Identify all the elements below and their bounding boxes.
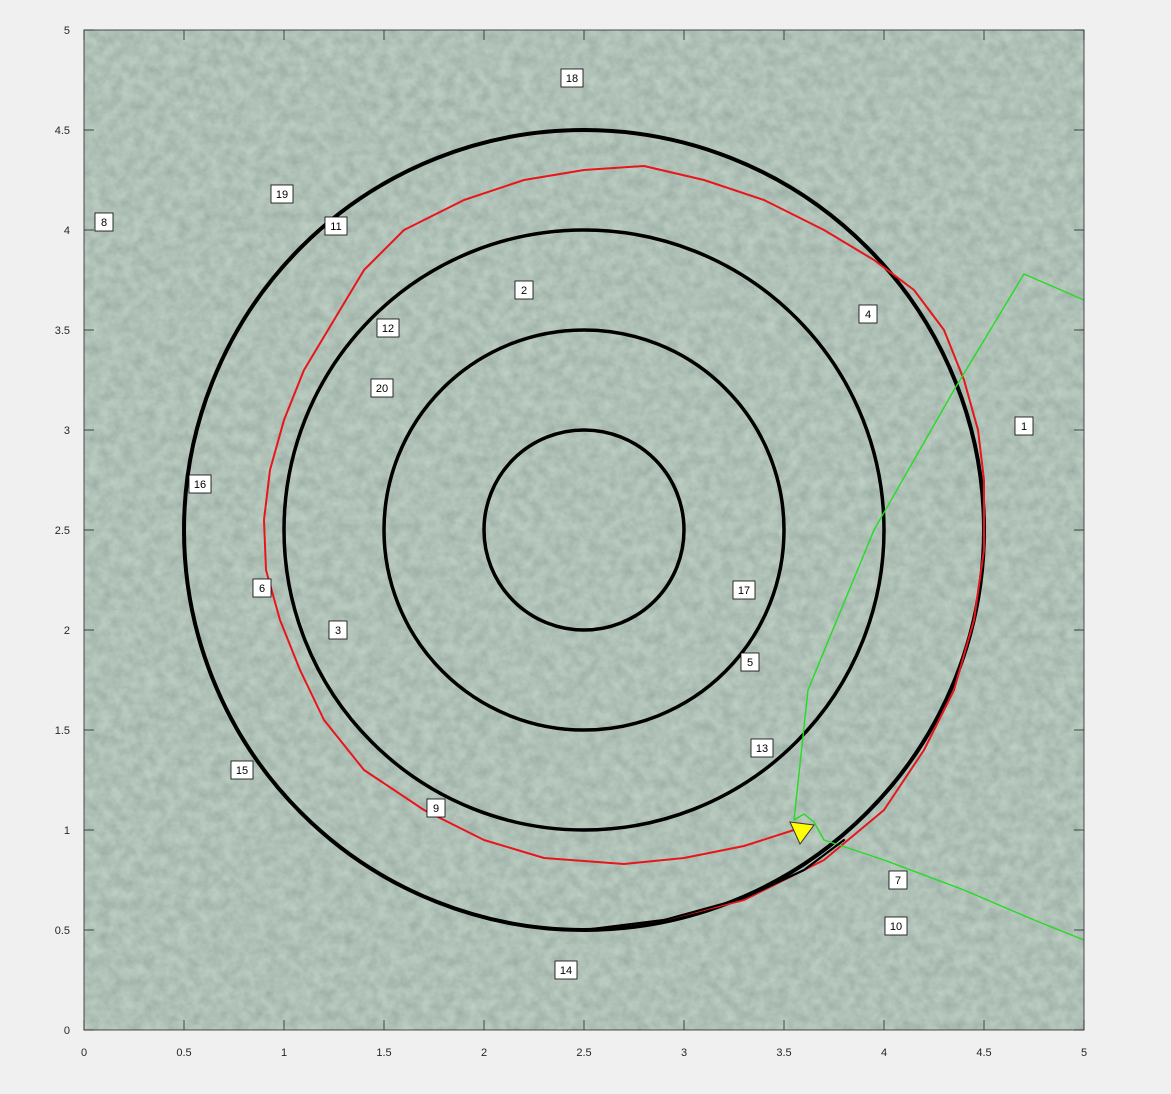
label-text: 9 [433,803,439,815]
series-line-3 [582,838,846,932]
label-text: 1 [1021,421,1027,433]
number-label-2: 2 [514,280,534,300]
y-tick-label: 4.5 [55,125,70,137]
label-box [884,916,908,936]
number-label-19: 19 [270,184,294,204]
number-label-12: 12 [376,318,400,338]
number-label-17: 17 [732,580,756,600]
number-label-1: 1 [1014,416,1034,436]
label-box [426,798,446,818]
x-tick-label: 1 [281,1047,287,1059]
label-box [858,304,878,324]
label-text: 10 [890,921,902,933]
number-label-6: 6 [252,578,272,598]
x-tick-label: 3.5 [776,1047,791,1059]
label-text: 5 [747,657,753,669]
number-label-7: 7 [888,870,908,890]
number-label-14: 14 [554,960,578,980]
label-box [230,760,254,780]
number-label-5: 5 [740,652,760,672]
circle-ring-2 [282,228,886,832]
circle-ring-3 [382,328,786,732]
label-box [270,184,294,204]
plot-texture [84,30,1084,1030]
label-box [1014,416,1034,436]
label-box [514,280,534,300]
label-text: 8 [101,217,107,229]
label-text: 20 [376,383,388,395]
number-label-10: 10 [884,916,908,936]
number-label-15: 15 [230,760,254,780]
label-text: 17 [738,585,750,597]
label-text: 19 [276,189,288,201]
number-label-16: 16 [188,474,212,494]
label-text: 15 [236,765,248,777]
label-box [732,580,756,600]
label-box [94,212,114,232]
x-tick-label: 0 [81,1047,87,1059]
label-box [370,378,394,398]
label-text: 12 [382,323,394,335]
y-tick-label: 4 [64,225,70,237]
label-box [376,318,400,338]
x-tick-label: 4 [881,1047,887,1059]
number-label-20: 20 [370,378,394,398]
label-text: 4 [865,309,871,321]
x-tick-label: 0.5 [176,1047,191,1059]
number-label-13: 13 [750,738,774,758]
label-text: 14 [560,965,572,977]
label-text: 7 [895,875,901,887]
label-text: 2 [521,285,527,297]
label-box [188,474,212,494]
number-label-8: 8 [94,212,114,232]
y-tick-label: 0 [64,1025,70,1037]
label-box [554,960,578,980]
number-label-4: 4 [858,304,878,324]
circle-ring-4 [482,428,686,632]
markers [789,821,815,845]
y-tick-label: 1.5 [55,725,70,737]
label-box [740,652,760,672]
label-text: 16 [194,479,206,491]
label-box [328,620,348,640]
x-tick-label: 5 [1081,1047,1087,1059]
number-label-18: 18 [560,68,584,88]
x-tick-label: 2 [481,1047,487,1059]
x-tick-label: 2.5 [576,1047,591,1059]
label-text: 6 [259,583,265,595]
number-label-3: 3 [328,620,348,640]
label-box [324,216,348,236]
axes: 0 0.5 1 1.5 2 2.5 3 3.5 4 4.5 5 0 0.5 1 1.5 2 2.5 3 3.5 4 4.… [55,25,1087,1059]
x-tick-label: 3 [681,1047,687,1059]
label-box [888,870,908,890]
y-tick-label: 5 [64,25,70,37]
label-text: 13 [756,743,768,755]
number-label-9: 9 [426,798,446,818]
position-marker [789,821,815,845]
label-text: 18 [566,73,578,85]
y-tick-label: 2.5 [55,525,70,537]
trajectories [263,165,1084,941]
x-tick-label: 4.5 [976,1047,991,1059]
x-tick-label: 1.5 [376,1047,391,1059]
label-box [252,578,272,598]
label-box [560,68,584,88]
series-line-2 [793,273,1084,941]
label-box [750,738,774,758]
y-tick-label: 3 [64,425,70,437]
number-label-11: 11 [324,216,348,236]
label-text: 3 [335,625,341,637]
y-tick-label: 2 [64,625,70,637]
y-tick-label: 0.5 [55,925,70,937]
y-tick-label: 3.5 [55,325,70,337]
label-text: 11 [330,221,341,233]
y-tick-label: 1 [64,825,70,837]
series-line-1 [263,165,985,931]
